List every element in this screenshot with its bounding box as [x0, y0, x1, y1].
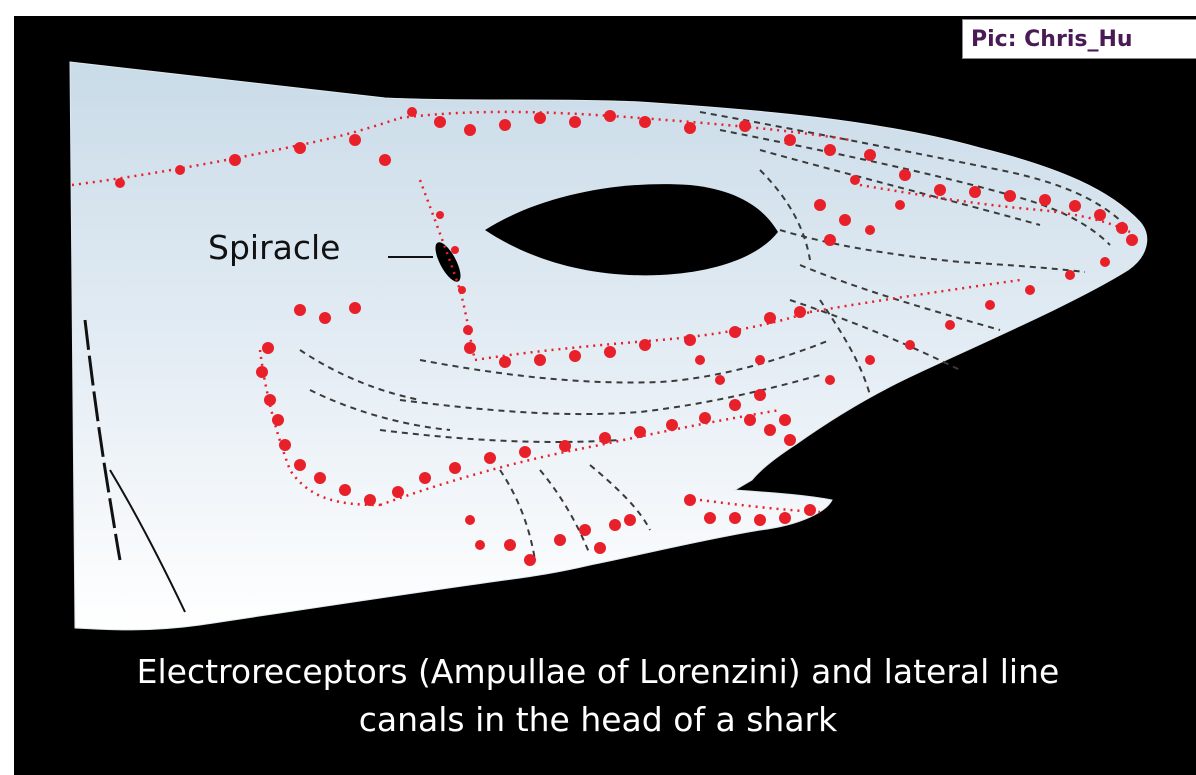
shark-head-silhouette: [70, 62, 1147, 630]
figure-caption: Electroreceptors (Ampullae of Lorenzini)…: [0, 648, 1196, 744]
caption-line-2: canals in the head of a shark: [0, 696, 1196, 744]
image-credit: Pic: Chris_Hu: [962, 19, 1196, 59]
spiracle-label: Spiracle: [208, 228, 340, 268]
caption-line-1: Electroreceptors (Ampullae of Lorenzini)…: [0, 648, 1196, 696]
